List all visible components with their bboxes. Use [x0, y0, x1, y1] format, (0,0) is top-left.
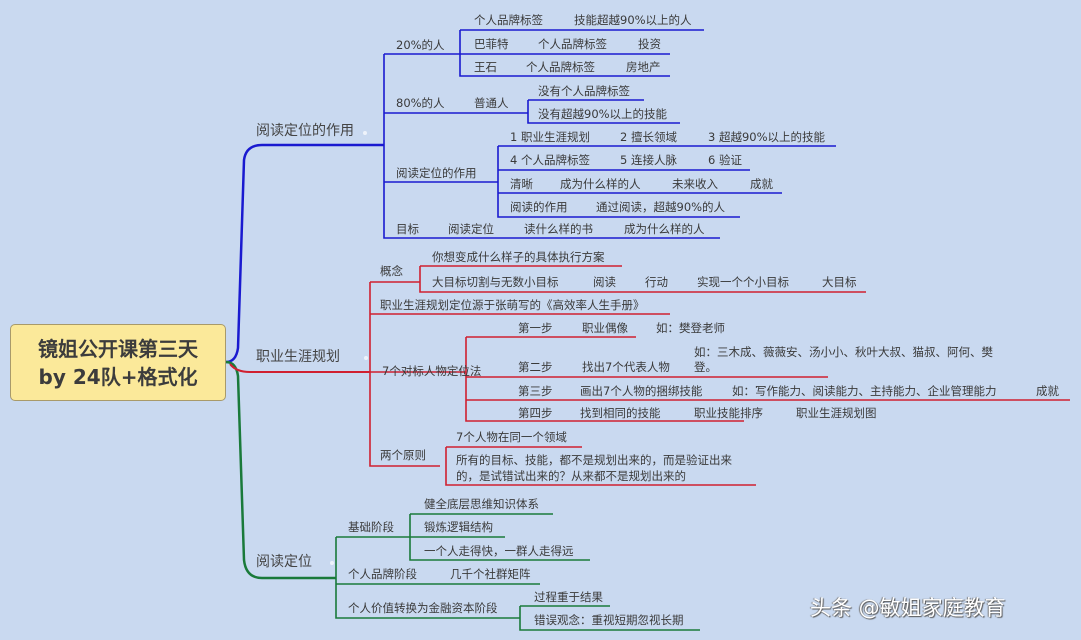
concept-row2-e[interactable]: 大目标 [822, 275, 857, 289]
node-20-row3-c[interactable]: 房地产 [626, 60, 661, 74]
role-row2-b[interactable]: 5 连接人脉 [620, 153, 677, 167]
basic-row2[interactable]: 锻炼逻辑结构 [424, 520, 493, 534]
node-seven-method[interactable]: 7个对标人物定位法 [382, 364, 482, 378]
node-80-row1[interactable]: 没有个人品牌标签 [538, 84, 630, 98]
root-title-line1: 镜姐公开课第三天 [38, 336, 198, 361]
goal-label[interactable]: 目标 [396, 222, 419, 236]
role-row3-a[interactable]: 清晰 [510, 177, 533, 191]
role-row2-c[interactable]: 6 验证 [708, 153, 742, 167]
branch-career-plan[interactable]: 职业生涯规划 [256, 349, 340, 365]
method-step4-a[interactable]: 第四步 [518, 406, 553, 420]
collapse-dot[interactable] [330, 561, 334, 565]
concept-row2-b[interactable]: 阅读 [593, 275, 616, 289]
watermark: 头条 @敏姐家庭教育 [810, 596, 1006, 620]
basic-row3[interactable]: 一个人走得快，一群人走得远 [424, 544, 574, 558]
principle-2-line2[interactable]: 的，是试错试出来的？从来都不是规划出来的 [456, 469, 686, 483]
node-basic-stage[interactable]: 基础阶段 [348, 520, 394, 534]
node-source[interactable]: 职业生涯规划定位源于张萌写的《高效率人生手册》 [380, 298, 645, 312]
method-step4-c[interactable]: 职业技能排序 [694, 406, 763, 420]
role-row4-a[interactable]: 阅读的作用 [510, 200, 568, 214]
role-row2-a[interactable]: 4 个人品牌标签 [510, 153, 590, 167]
node-80-percent[interactable]: 80%的人 [396, 96, 445, 110]
node-concept[interactable]: 概念 [380, 264, 403, 278]
collapse-dot[interactable] [364, 356, 368, 360]
method-step2-a[interactable]: 第二步 [518, 360, 553, 374]
goal-reading[interactable]: 阅读定位 [448, 222, 494, 236]
method-step2-c[interactable]: 如：三木成、薇薇安、汤小小、秋叶大叔、猫叔、阿何、樊登。 [694, 345, 993, 374]
node-reading-role[interactable]: 阅读定位的作用 [396, 166, 477, 180]
method-step3-b[interactable]: 画出7个人物的捆绑技能 [580, 384, 703, 398]
node-20-row2-a[interactable]: 巴菲特 [474, 37, 509, 51]
method-step4-b[interactable]: 找到相同的技能 [580, 406, 661, 420]
node-20-row3-a[interactable]: 王石 [474, 60, 497, 74]
node-20-row1-a[interactable]: 个人品牌标签 [474, 13, 543, 27]
concept-row2-d[interactable]: 实现一个个小目标 [697, 275, 789, 289]
role-row3-c[interactable]: 未来收入 [672, 177, 718, 191]
principle-1[interactable]: 7个人物在同一个领域 [456, 430, 567, 444]
branch-reading-role[interactable]: 阅读定位的作用 [256, 123, 354, 139]
method-step1-b[interactable]: 职业偶像 [582, 321, 628, 335]
node-20-row2-c[interactable]: 投资 [638, 37, 661, 51]
method-step2-b[interactable]: 找出7个代表人物 [582, 360, 670, 374]
collapse-dot[interactable] [363, 131, 367, 135]
node-20-percent[interactable]: 20%的人 [396, 38, 445, 52]
node-two-principles[interactable]: 两个原则 [380, 448, 426, 462]
method-step3-c[interactable]: 如：写作能力、阅读能力、主持能力、企业管理能力 [732, 384, 997, 398]
finance-row2[interactable]: 错误观念：重视短期忽视长期 [534, 613, 684, 627]
concept-row2-c[interactable]: 行动 [645, 275, 668, 289]
role-row3-d[interactable]: 成就 [750, 177, 773, 191]
finance-row1[interactable]: 过程重于结果 [534, 590, 603, 604]
role-row4-b[interactable]: 通过阅读，超越90%的人 [596, 200, 726, 214]
node-80-row2[interactable]: 没有超越90%以上的技能 [538, 107, 668, 121]
basic-row1[interactable]: 健全底层思维知识体系 [424, 497, 539, 511]
role-row1-a[interactable]: 1 职业生涯规划 [510, 130, 590, 144]
role-row1-b[interactable]: 2 擅长领域 [620, 130, 677, 144]
method-step1-a[interactable]: 第一步 [518, 321, 553, 335]
node-brand-stage[interactable]: 个人品牌阶段 [348, 567, 417, 581]
root-title-line2: by 24队+格式化 [38, 364, 198, 389]
node-80-ordinary[interactable]: 普通人 [474, 96, 509, 110]
method-step3-d[interactable]: 成就 [1036, 384, 1059, 398]
root-topic[interactable]: 镜姐公开课第三天 by 24队+格式化 [10, 324, 226, 401]
principle-2-line1[interactable]: 所有的目标、技能，都不是规划出来的，而是验证出来 [456, 453, 732, 467]
role-row1-c[interactable]: 3 超越90%以上的技能 [708, 130, 826, 144]
brand-value[interactable]: 几千个社群矩阵 [450, 567, 531, 581]
concept-row2-a[interactable]: 大目标切割与无数小目标 [432, 275, 559, 289]
goal-become[interactable]: 成为什么样的人 [624, 222, 705, 236]
goal-books[interactable]: 读什么样的书 [524, 222, 593, 236]
role-row3-b[interactable]: 成为什么样的人 [560, 177, 641, 191]
method-step3-a[interactable]: 第三步 [518, 384, 553, 398]
node-finance-stage[interactable]: 个人价值转换为金融资本阶段 [348, 601, 498, 615]
method-step4-d[interactable]: 职业生涯规划图 [796, 406, 877, 420]
method-step1-c[interactable]: 如：樊登老师 [656, 321, 725, 335]
node-20-row2-b[interactable]: 个人品牌标签 [538, 37, 607, 51]
concept-row1[interactable]: 你想变成什么样子的具体执行方案 [432, 250, 605, 264]
node-20-row1-b[interactable]: 技能超越90%以上的人 [574, 13, 692, 27]
branch-reading-position[interactable]: 阅读定位 [256, 554, 312, 570]
node-20-row3-b[interactable]: 个人品牌标签 [526, 60, 595, 74]
